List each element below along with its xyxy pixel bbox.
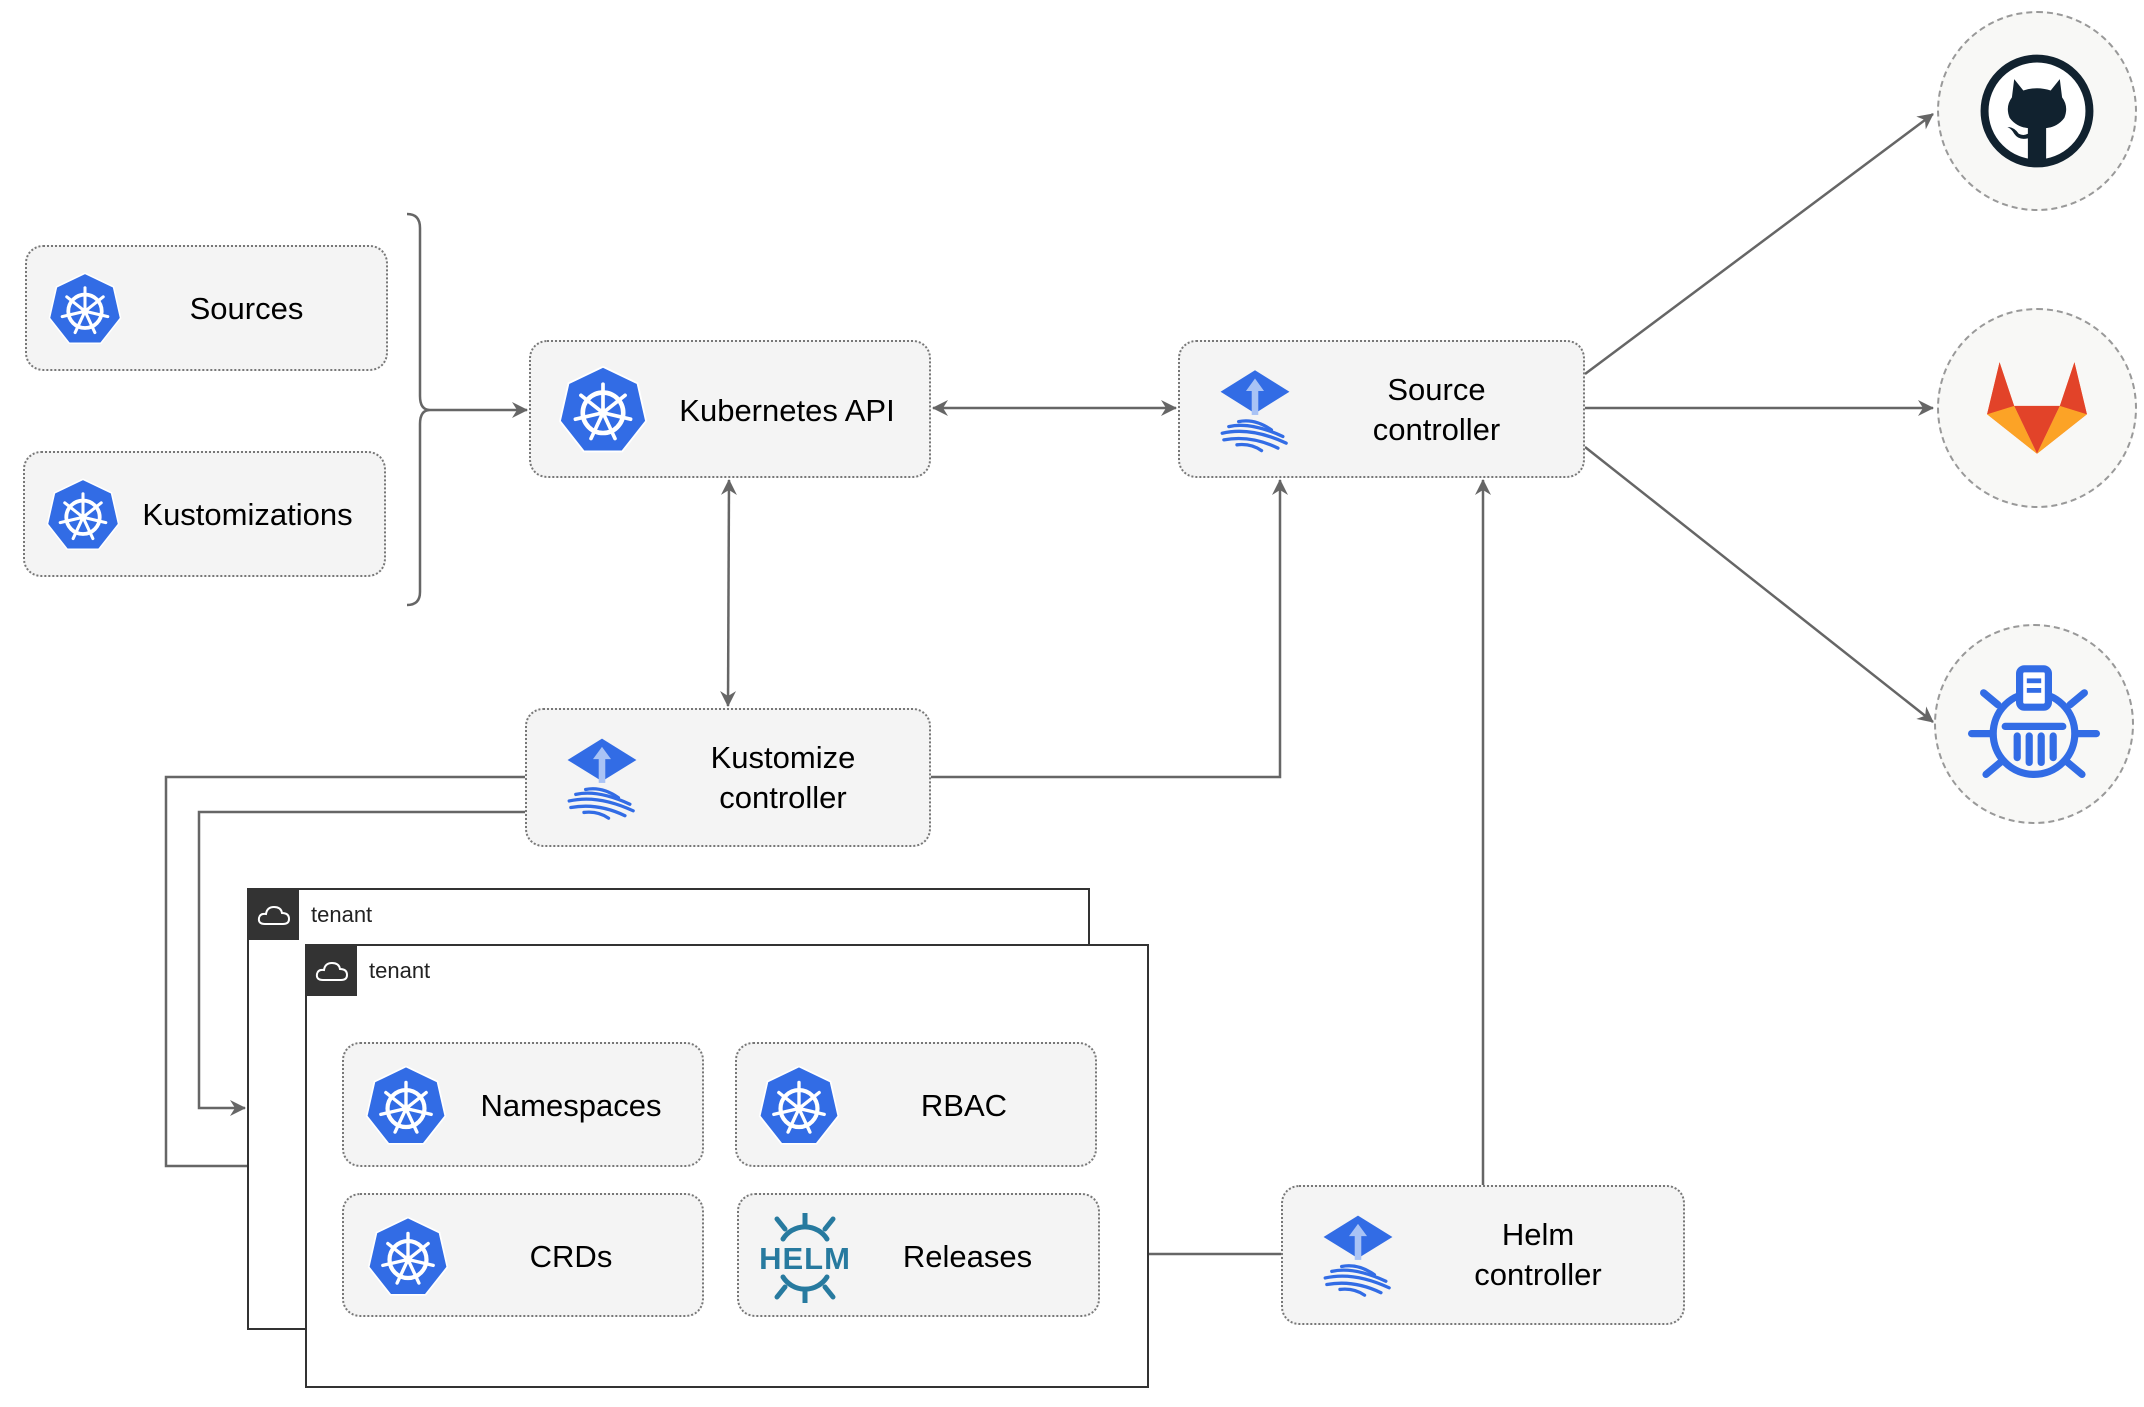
helm-repository-icon — [1968, 665, 2100, 778]
rbac-node[interactable]: RBAC — [735, 1042, 1097, 1167]
source-controller-label-1: Source — [1387, 372, 1486, 407]
namespaces-node[interactable]: Namespaces — [342, 1042, 704, 1167]
kubernetes-icon — [366, 1215, 450, 1299]
releases-node[interactable]: HELM Releases — [737, 1193, 1100, 1317]
kubernetes-api-node[interactable]: Kubernetes API — [529, 340, 931, 478]
crds-node[interactable]: CRDs — [342, 1193, 704, 1317]
helm-logo-text: HELM — [759, 1241, 851, 1276]
kubernetes-icon — [47, 271, 123, 347]
kustomizations-node[interactable]: Kustomizations — [23, 451, 386, 577]
edge-kustomize-tenant2 — [164, 775, 525, 1174]
edge-api-kustomize — [720, 479, 737, 707]
kustomize-controller-label-1: Kustomize — [710, 740, 856, 775]
tenant-label: tenant — [311, 902, 373, 927]
rbac-label: RBAC — [920, 1088, 1008, 1123]
sources-label: Sources — [189, 291, 304, 326]
tenant-label: tenant — [369, 958, 431, 983]
github-icon — [1980, 54, 2094, 168]
kubernetes-icon — [757, 1064, 841, 1148]
releases-label: Releases — [902, 1239, 1033, 1274]
helm-controller-label-1: Helm — [1501, 1217, 1575, 1252]
github-source[interactable] — [1937, 11, 2137, 211]
kustomize-controller-node[interactable]: Kustomize controller — [525, 708, 931, 847]
helm-controller-node[interactable]: Helm controller — [1281, 1185, 1685, 1325]
gitlab-icon — [1987, 362, 2087, 454]
source-controller-label-2: controller — [1372, 412, 1501, 447]
edge-source-github — [1584, 112, 1934, 376]
helm-logo: HELM — [757, 1213, 853, 1303]
helm-repository-source[interactable] — [1934, 624, 2134, 824]
flux-icon — [561, 720, 643, 836]
cloud-icon — [249, 890, 299, 940]
kustomizations-label: Kustomizations — [142, 497, 353, 532]
brace — [406, 212, 431, 607]
helm-controller-label-2: controller — [1474, 1257, 1602, 1292]
sources-node[interactable]: Sources — [25, 245, 388, 371]
kubernetes-api-label: Kubernetes API — [679, 393, 895, 428]
kubernetes-icon — [364, 1064, 448, 1148]
namespaces-label: Namespaces — [480, 1088, 662, 1123]
cloud-icon — [307, 946, 357, 996]
gitlab-source[interactable] — [1937, 308, 2137, 508]
kubernetes-icon — [45, 477, 121, 553]
edge-source-helmrepo — [1584, 446, 1934, 723]
edge-kustomize-tenant1 — [197, 810, 525, 1116]
kustomize-controller-label-2: controller — [719, 780, 847, 815]
edge-kustomize-source — [931, 479, 1288, 779]
source-controller-node[interactable]: Source controller — [1178, 340, 1585, 478]
crds-label: CRDs — [529, 1239, 613, 1274]
kubernetes-icon — [557, 364, 649, 456]
flux-icon — [1317, 1197, 1399, 1313]
flux-icon — [1214, 352, 1296, 468]
